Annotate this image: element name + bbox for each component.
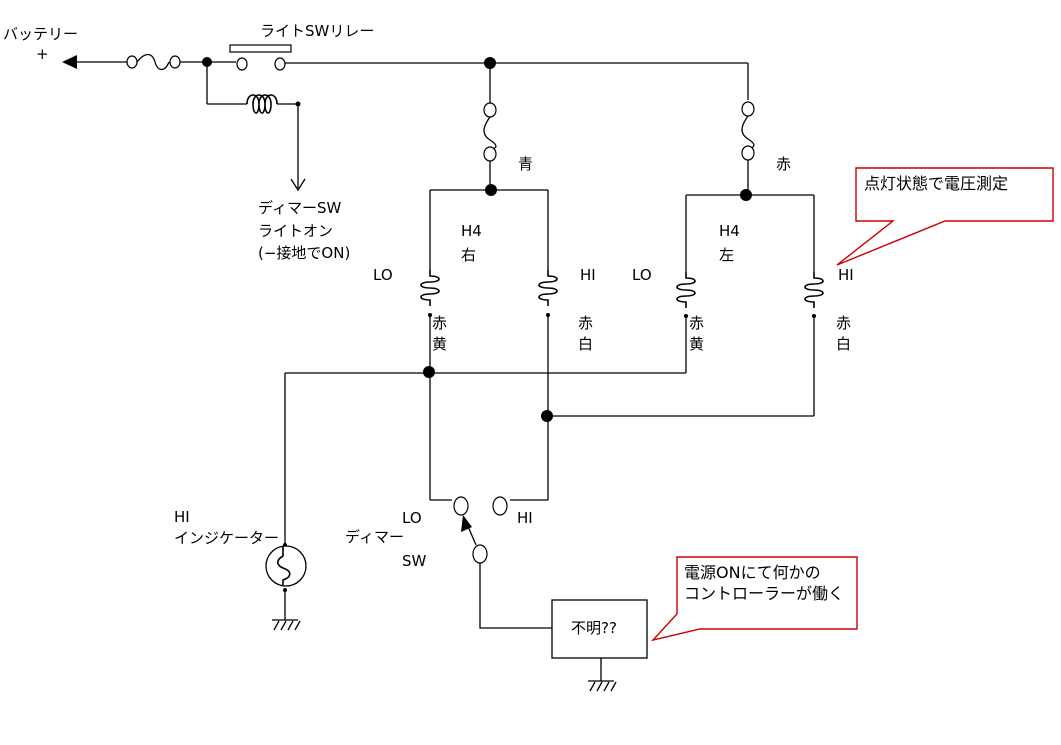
dimmer-sw-label: ディマーSW	[258, 199, 341, 217]
hi-label: HI	[838, 266, 854, 284]
controller-callout-text: コントローラーが働く	[684, 584, 844, 603]
wire-yellow-label: 黄	[689, 335, 704, 353]
junction-node	[541, 410, 553, 422]
hi-filament-coil	[804, 272, 824, 308]
hi-filament-coil	[538, 270, 558, 306]
h4-left-label: H4	[719, 222, 740, 240]
battery-arrow-icon	[62, 55, 77, 69]
lo-filament-coil	[676, 272, 696, 308]
controller-callout-box	[650, 556, 858, 642]
bulb-right-label: 右	[461, 246, 476, 264]
controller-callout-text: 電源ONにて何かの	[684, 563, 821, 582]
hi-indicator-label: HI	[174, 508, 190, 526]
fuse-element	[741, 115, 755, 150]
ground-symbol-icon	[272, 619, 301, 631]
ground-arrow-icon	[290, 178, 306, 192]
fuse-terminal	[483, 146, 497, 162]
relay-contact-left	[236, 57, 248, 71]
fuse-terminal	[483, 102, 497, 118]
dimmer-contact-lo	[453, 496, 469, 516]
dimmer-lo-label: LO	[402, 509, 422, 527]
wire-color-red-label: 赤	[776, 155, 791, 173]
dimmer-hi-label: HI	[517, 509, 533, 527]
unknown-controller-box	[551, 599, 648, 659]
relay-coil	[246, 94, 278, 114]
h4-right-label: H4	[461, 222, 482, 240]
fuse-terminal	[741, 101, 755, 117]
unknown-box-label: 不明??	[571, 619, 617, 637]
relay-label: ライトSWリレー	[260, 22, 374, 40]
dimmer-label: ディマー	[345, 528, 404, 546]
wire-color-blue-label: 青	[518, 155, 533, 173]
battery-plus-label: +	[36, 45, 49, 63]
relay-actuator-bar	[229, 44, 292, 53]
dimmer-common-contact	[472, 544, 488, 564]
lo-label: LO	[632, 266, 652, 284]
battery-label: バッテリー	[3, 25, 78, 43]
main-fuse-terminal-left	[126, 55, 138, 69]
relay-contact-right	[274, 57, 286, 71]
light-on-label: ライトオン	[258, 222, 333, 240]
wire-yellow-label: 黄	[432, 335, 447, 353]
ground-on-label: (−接地でON)	[258, 244, 350, 262]
hi-label: HI	[580, 266, 596, 284]
fuse-terminal	[741, 145, 755, 161]
main-fuse-terminal-right	[169, 55, 181, 69]
indicator-label: インジケーター	[174, 529, 279, 547]
voltage-callout-text: 点灯状態で電圧測定	[864, 174, 1008, 193]
main-fuse-element	[136, 53, 170, 71]
lo-filament-coil	[420, 270, 440, 306]
wire-red-label: 赤	[689, 314, 704, 332]
voltage-callout-box	[836, 167, 1054, 266]
wire-red-label: 赤	[578, 314, 593, 332]
bulb-left-label: 左	[719, 246, 734, 264]
ground-symbol-icon	[588, 680, 617, 692]
fuse-element	[483, 116, 497, 151]
wire-white-label: 白	[836, 335, 851, 353]
wire-red-label: 赤	[836, 314, 851, 332]
junction-node	[423, 366, 435, 378]
lo-label: LO	[373, 266, 393, 284]
switch-arm-arrow-icon	[461, 515, 472, 532]
hi-indicator-lamp-icon	[265, 545, 307, 587]
dimmer-sw-short-label: SW	[402, 552, 427, 570]
wire-white-label: 白	[578, 335, 593, 353]
dimmer-contact-hi	[492, 496, 508, 516]
wire-red-label: 赤	[432, 314, 447, 332]
